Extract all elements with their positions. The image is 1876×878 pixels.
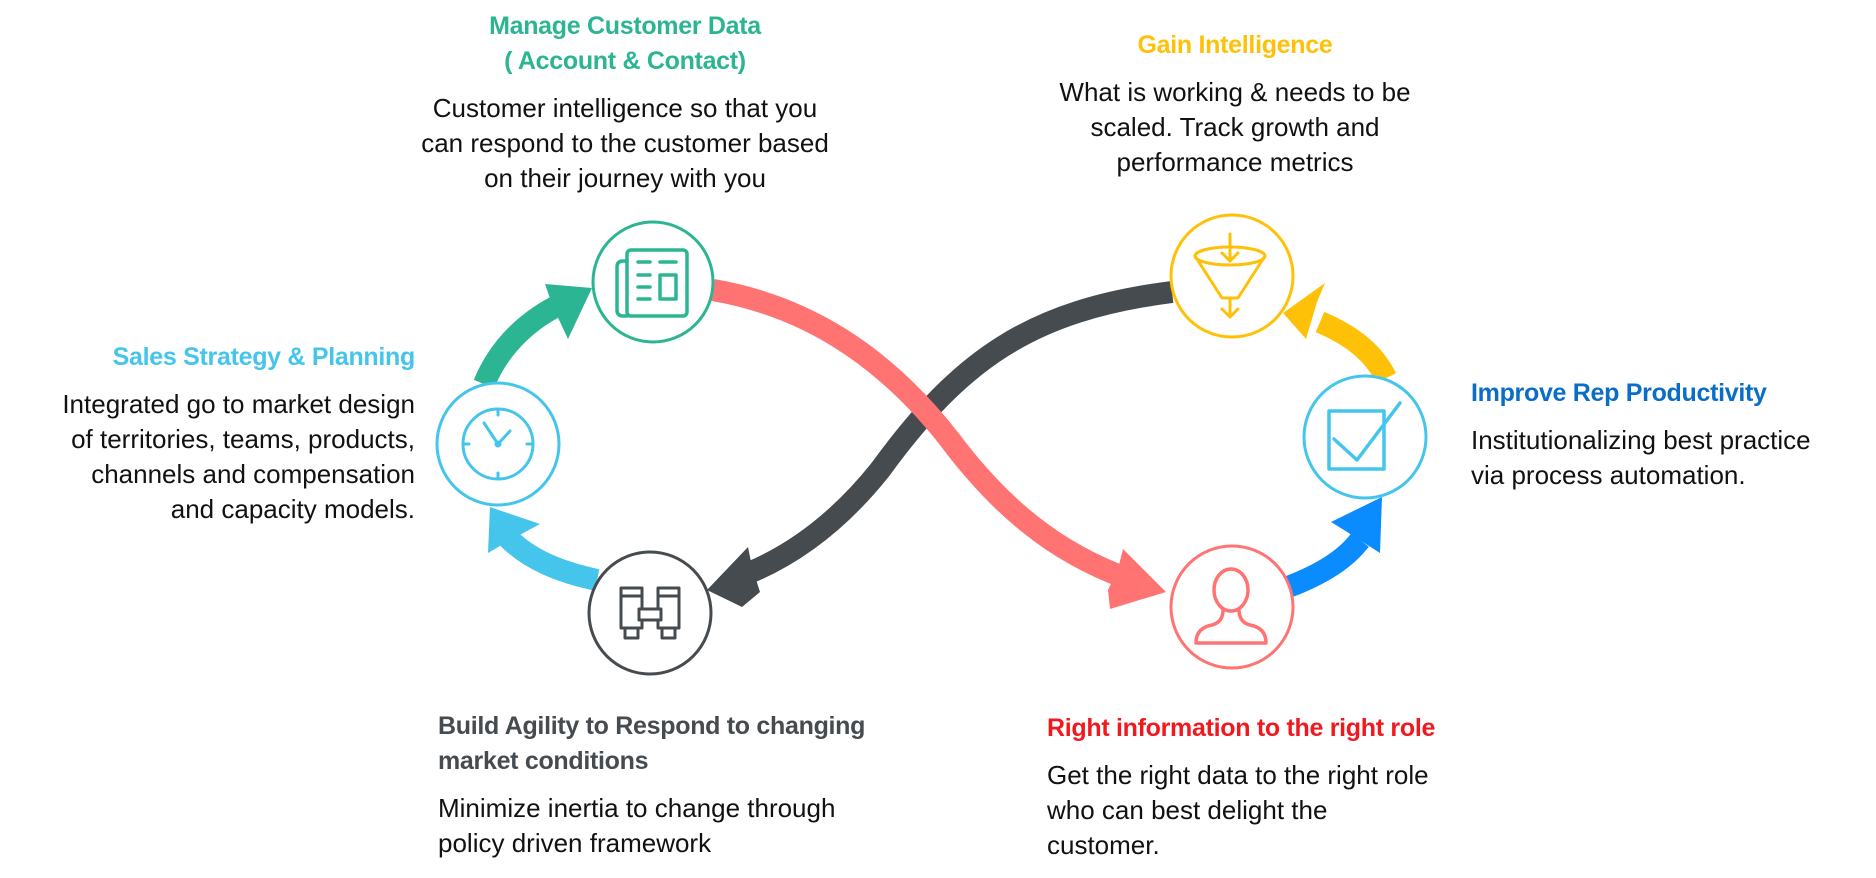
stage-title: Sales Strategy & Planning	[112, 343, 416, 371]
connector-strategy-to-customer	[473, 284, 592, 389]
connector-gain-to-agility	[707, 281, 1174, 607]
stage-description: Customer intelligence so that you can re…	[421, 93, 829, 193]
clock-icon	[461, 407, 535, 481]
stage-manage-customer-data: Manage Customer Data ( Account & Contact…	[385, 9, 865, 196]
connector-rep-to-gain	[1283, 283, 1396, 384]
arrowhead-lightblue	[488, 507, 540, 553]
stage-title: Right information to the right role	[1047, 714, 1436, 742]
stage-improve-rep-productivity: Improve Rep Productivity Institutionaliz…	[1471, 376, 1871, 493]
stage-node-manage-customer-data[interactable]	[591, 220, 715, 344]
stage-right-information: Right information to the right role Get …	[1047, 711, 1517, 863]
person-icon	[1194, 567, 1268, 645]
stage-description: What is working & needs to be scaled. Tr…	[1059, 77, 1411, 177]
stage-title: Improve Rep Productivity	[1471, 379, 1767, 407]
stage-description: Get the right data to the right role who…	[1047, 760, 1429, 860]
funnel-icon	[1193, 232, 1267, 319]
stage-description: Integrated go to market design of territ…	[62, 389, 415, 524]
arrowhead-dark	[707, 547, 760, 607]
stage-title: Build Agility to Respond to changing mar…	[438, 712, 866, 775]
arrowhead-salmon	[1108, 549, 1166, 609]
connector-customer-to-right-info	[711, 279, 1166, 609]
newspaper-icon	[615, 248, 689, 318]
stage-build-agility: Build Agility to Respond to changing mar…	[438, 709, 918, 861]
connector-right-info-to-rep	[1284, 497, 1382, 598]
arrowhead-blue	[1331, 497, 1382, 553]
stage-node-gain-intelligence[interactable]	[1169, 213, 1295, 339]
stage-title: Gain Intelligence	[1137, 31, 1333, 59]
stage-node-right-information[interactable]	[1169, 544, 1295, 670]
stage-node-sales-strategy[interactable]	[435, 381, 561, 507]
stage-node-build-agility[interactable]	[587, 550, 713, 676]
checkbox-icon	[1327, 401, 1402, 471]
stage-title: Manage Customer Data ( Account & Contact…	[489, 12, 761, 75]
arrowhead-green	[545, 284, 592, 339]
stage-sales-strategy: Sales Strategy & Planning Integrated go …	[0, 340, 415, 527]
stage-node-improve-rep[interactable]	[1302, 374, 1428, 500]
connector-agility-to-strategy	[488, 507, 600, 591]
stage-description: Minimize inertia to change through polic…	[438, 793, 836, 858]
arrowhead-yellow	[1283, 283, 1325, 339]
stage-gain-intelligence: Gain Intelligence What is working & need…	[1015, 28, 1455, 180]
binoculars-icon	[619, 586, 681, 640]
stage-description: Institutionalizing best practice via pro…	[1471, 425, 1811, 490]
